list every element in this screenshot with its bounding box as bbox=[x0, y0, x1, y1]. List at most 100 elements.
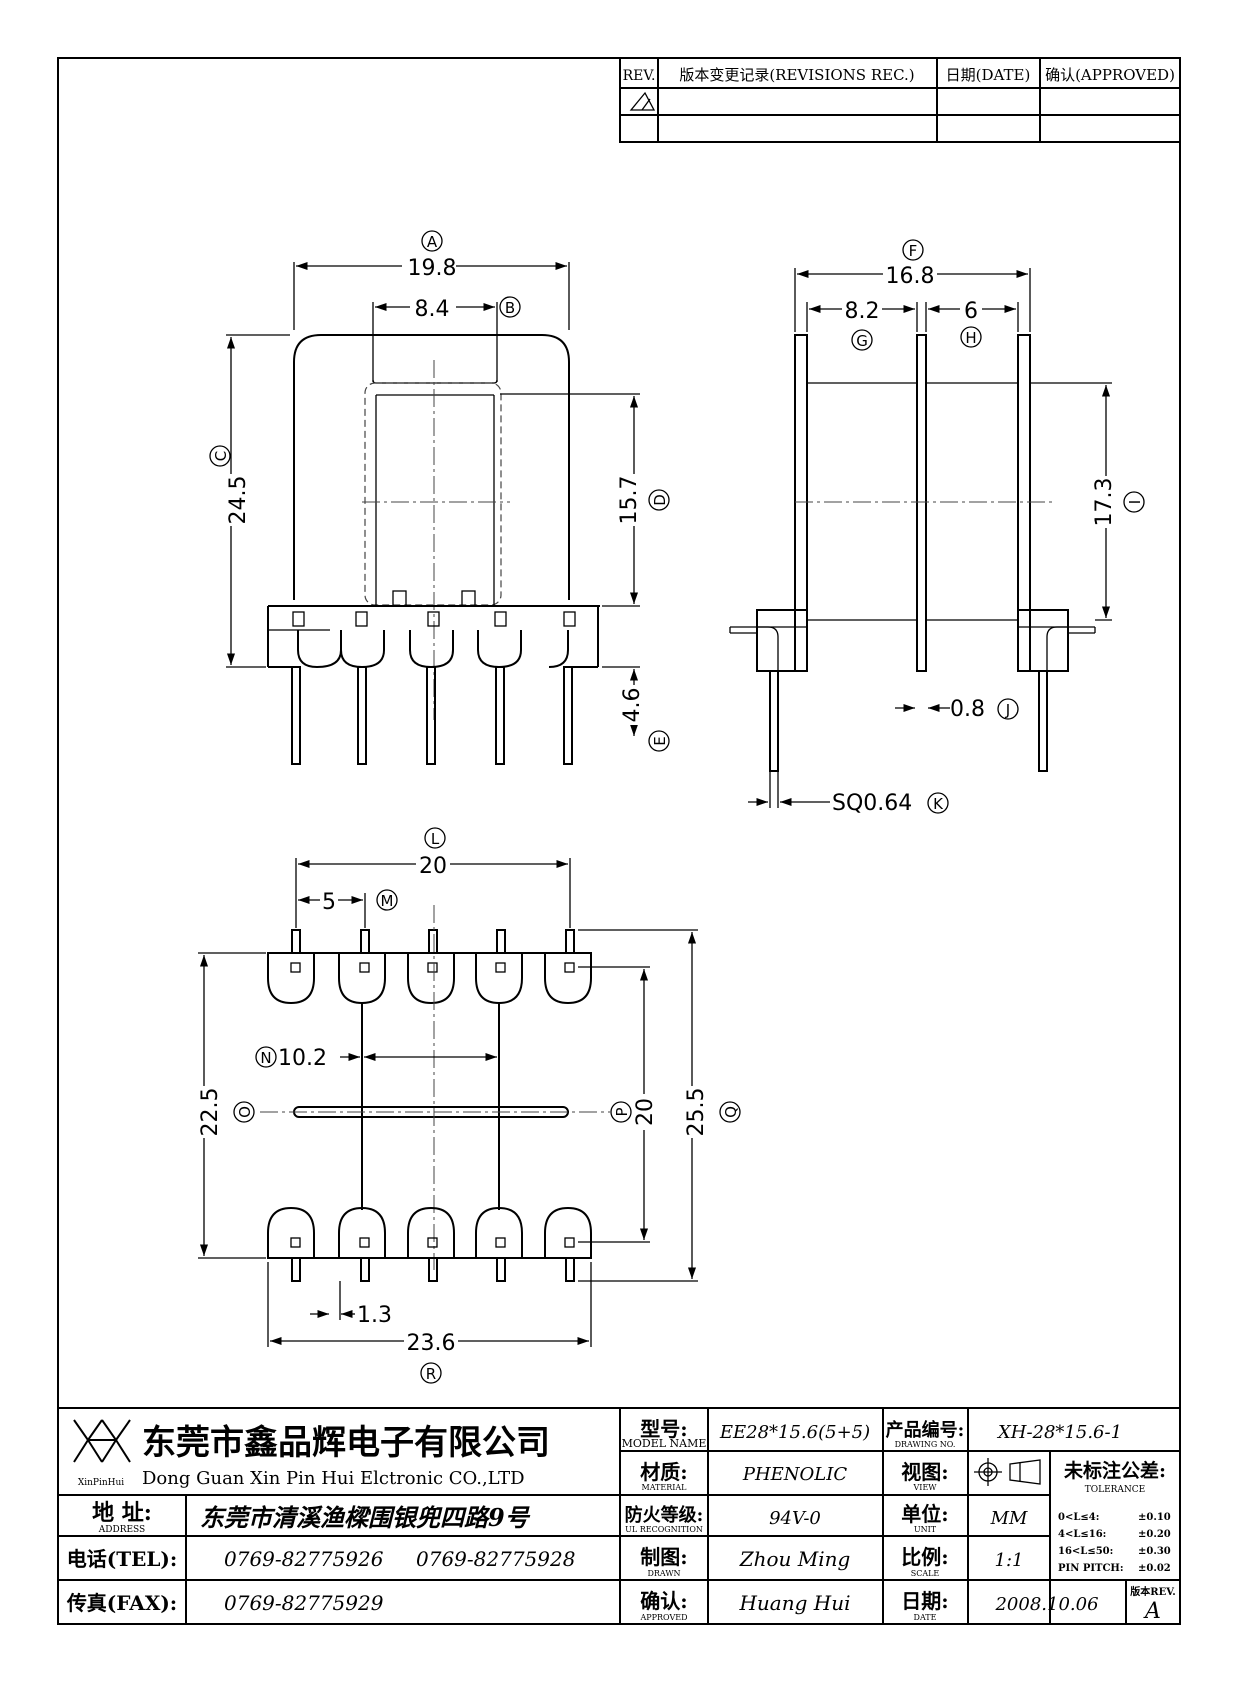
dim-a-tag: A bbox=[427, 233, 438, 251]
material-value: PHENOLIC bbox=[742, 1464, 848, 1485]
revision-triangle-icon bbox=[629, 91, 656, 111]
view-label: 视图: bbox=[901, 1460, 948, 1484]
tel-value-2: 0769-82775928 bbox=[416, 1547, 575, 1571]
tolerance-range-4: PIN PITCH: bbox=[1058, 1563, 1124, 1574]
dim-e-value: 4.6 bbox=[620, 688, 645, 723]
approved-label-en: APPROVED bbox=[639, 1613, 687, 1622]
unit-label: 单位: bbox=[901, 1502, 948, 1526]
dim-p-tag: P bbox=[613, 1107, 631, 1116]
material-label: 材质: bbox=[640, 1460, 687, 1484]
tolerance-range-3: 16<L≤50: bbox=[1058, 1546, 1113, 1557]
dim-l-value: 20 bbox=[419, 854, 447, 879]
dim-g-value: 8.2 bbox=[845, 299, 880, 324]
view-label-en: VIEW bbox=[913, 1483, 938, 1492]
tolerance-value-4: ±0.02 bbox=[1138, 1563, 1171, 1574]
dim-b-value: 8.4 bbox=[415, 297, 450, 322]
revision-approved-header: 确认(APPROVED) bbox=[1045, 66, 1175, 84]
date-value: 2008.10.06 bbox=[994, 1594, 1098, 1615]
drawing-no-label-en: DRAWING NO. bbox=[895, 1440, 956, 1449]
dim-q-tag: Q bbox=[722, 1106, 740, 1118]
side-view-dimensions: 16.8 F 8.2 G 6 H 17.3 I 0.8 J bbox=[748, 239, 1145, 816]
title-block: XinPinHui 东莞市鑫品辉电子有限公司 Dong Guan Xin Pin… bbox=[58, 1407, 1180, 1624]
company-name-en: Dong Guan Xin Pin Hui Elctronic CO.,LTD bbox=[142, 1468, 525, 1489]
tolerance-title-en: TOLERANCE bbox=[1085, 1485, 1146, 1495]
model-value: EE28*15.6(5+5) bbox=[719, 1422, 870, 1443]
address-label-en: ADDRESS bbox=[98, 1525, 145, 1535]
dim-d-tag: D bbox=[651, 494, 669, 506]
revision-block: REV. 版本变更记录(REVISIONS REC.) 日期(DATE) 确认(… bbox=[619, 57, 1181, 143]
flame-value: 94V-0 bbox=[769, 1508, 821, 1529]
date-label-en: DATE bbox=[914, 1613, 937, 1622]
dim-h-value: 6 bbox=[964, 299, 978, 324]
unit-label-en: UNIT bbox=[914, 1525, 937, 1534]
model-label-en: MODEL NAME bbox=[622, 1437, 707, 1450]
dim-k-tag: K bbox=[933, 795, 944, 813]
dim-b-tag: B bbox=[505, 299, 515, 317]
rev-header: REV. bbox=[623, 68, 656, 84]
dim-o-tag: O bbox=[236, 1106, 254, 1118]
date-label: 日期: bbox=[901, 1589, 948, 1613]
material-label-en: MATERIAL bbox=[642, 1483, 688, 1492]
dim-a-value: 19.8 bbox=[408, 256, 457, 281]
dim-k-value: SQ0.64 bbox=[832, 791, 912, 816]
drawing-no-label: 产品编号: bbox=[886, 1419, 965, 1441]
front-view-dimensions: 19.8 A 8.4 B 24.5 C 15.7 D bbox=[209, 230, 670, 752]
tolerance-range-2: 4<L≤16: bbox=[1058, 1529, 1106, 1540]
flame-label-en: UL RECOGNITION bbox=[625, 1525, 703, 1534]
model-label: 型号: bbox=[640, 1417, 687, 1441]
dim-j-value: 0.8 bbox=[950, 697, 985, 722]
dim-j-tag: J bbox=[1005, 701, 1010, 719]
dim-g-tag: G bbox=[856, 332, 868, 350]
dim-c-value: 24.5 bbox=[226, 476, 251, 525]
bottom-view bbox=[260, 905, 610, 1282]
tolerance-range-1: 0<L≤4: bbox=[1058, 1512, 1099, 1523]
drawn-label-en: DRAWN bbox=[647, 1569, 680, 1578]
dim-e-tag: E bbox=[651, 736, 669, 745]
dim-f-tag: F bbox=[909, 242, 918, 260]
approved-label: 确认: bbox=[640, 1589, 687, 1613]
dim-f-value: 16.8 bbox=[886, 264, 935, 289]
tolerance-value-2: ±0.20 bbox=[1138, 1529, 1171, 1540]
revision-record-header: 版本变更记录(REVISIONS REC.) bbox=[679, 66, 914, 84]
sheet-border bbox=[57, 57, 1181, 1625]
company-logo: XinPinHui bbox=[73, 1419, 131, 1488]
dim-p-value: 20 bbox=[633, 1098, 658, 1126]
drawing-no-value: XH-28*15.6-1 bbox=[996, 1422, 1122, 1443]
drawn-label: 制图: bbox=[640, 1545, 687, 1569]
logo-text: XinPinHui bbox=[78, 1478, 124, 1488]
scale-value: 1:1 bbox=[995, 1550, 1024, 1571]
revision-date-header: 日期(DATE) bbox=[946, 66, 1031, 84]
dim-o-value: 22.5 bbox=[198, 1088, 223, 1137]
dim-m-tag: M bbox=[381, 892, 394, 910]
dim-d-value: 15.7 bbox=[617, 476, 642, 525]
dim-i-tag: I bbox=[1126, 500, 1144, 504]
fax-label: 传真(FAX): bbox=[66, 1591, 177, 1615]
scale-label: 比例: bbox=[901, 1545, 948, 1569]
flame-label: 防火等级: bbox=[625, 1504, 704, 1526]
side-view bbox=[729, 334, 1096, 772]
dim-h-tag: H bbox=[965, 329, 976, 347]
tel-value-1: 0769-82775926 bbox=[224, 1547, 384, 1571]
bottom-view-dimensions: 20 L 5 M N 10.2 22.5 O 20 P bbox=[198, 827, 741, 1384]
address-value: 东莞市清溪渔樑围银兜四路9号 bbox=[200, 1503, 531, 1532]
tolerance-value-3: ±0.30 bbox=[1138, 1546, 1171, 1557]
dim-n-tag: N bbox=[260, 1049, 271, 1067]
rev-label: 版本REV. bbox=[1130, 1585, 1175, 1598]
dim-l-tag: L bbox=[431, 830, 440, 848]
dim-a-tag-circle bbox=[421, 230, 443, 252]
projection-symbol-icon bbox=[974, 1458, 1041, 1486]
fax-value: 0769-82775929 bbox=[224, 1591, 384, 1615]
dim-pin-gap-value: 1.3 bbox=[357, 1303, 392, 1328]
unit-value: MM bbox=[990, 1508, 1028, 1529]
dim-i-value: 17.3 bbox=[1092, 478, 1117, 527]
address-label: 地 址: bbox=[92, 1500, 152, 1526]
company-name-cn: 东莞市鑫品辉电子有限公司 bbox=[142, 1423, 550, 1463]
dim-r-value: 23.6 bbox=[407, 1331, 456, 1356]
rev-value: A bbox=[1143, 1599, 1161, 1624]
tolerance-value-1: ±0.10 bbox=[1138, 1512, 1171, 1523]
drawn-value: Zhou Ming bbox=[739, 1547, 851, 1571]
tel-label: 电话(TEL): bbox=[67, 1547, 178, 1571]
dim-m-value: 5 bbox=[322, 890, 336, 915]
scale-label-en: SCALE bbox=[911, 1569, 940, 1578]
